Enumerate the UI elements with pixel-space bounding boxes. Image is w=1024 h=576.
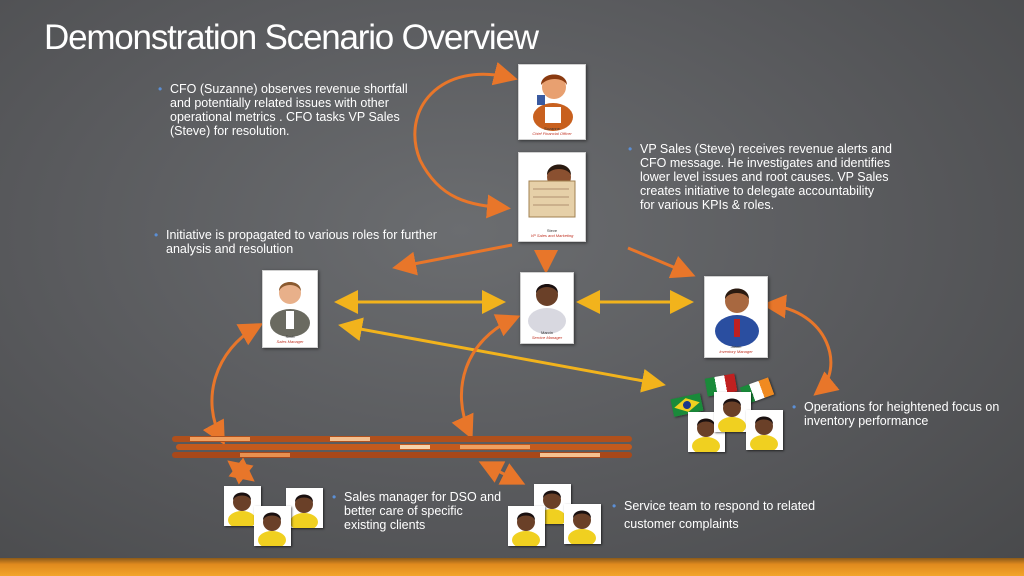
sales-manager-caption: Scott Sales Manager xyxy=(276,334,304,344)
vp-note-text: VP Sales (Steve) receives revenue alerts… xyxy=(640,142,892,212)
bullet-icon: • xyxy=(154,228,159,242)
person-icon xyxy=(528,164,576,218)
bullet-icon: • xyxy=(332,490,337,504)
service-note-text: Service team to respond to related custo… xyxy=(624,499,816,531)
initiative-note-text: Initiative is propagated to various role… xyxy=(166,228,437,256)
team-member-icon xyxy=(746,410,783,450)
person-icon xyxy=(270,282,310,337)
team-member-icon xyxy=(714,392,751,432)
service-note: • Service team to respond to related cus… xyxy=(612,497,824,533)
stream-to-service-team-arrow xyxy=(478,461,526,485)
scott-operations-arrow xyxy=(338,317,666,393)
service-manager-card[interactable]: Marvin Service Manager xyxy=(520,272,574,344)
bullet-icon: • xyxy=(628,142,633,156)
sales-manager-note-text: Sales manager for DSO and better care of… xyxy=(344,490,502,532)
cfo-note-text: CFO (Suzanne) observes revenue shortfall… xyxy=(170,82,408,138)
stream-to-sales-team-arrow xyxy=(227,457,255,485)
operations-note-text: Operations for heightened focus on inven… xyxy=(804,400,1000,428)
cfo-note: • CFO (Suzanne) observes revenue shortfa… xyxy=(158,82,414,138)
team-member-icon xyxy=(508,506,545,546)
vp-card[interactable]: Steve VP Sales and Marketing xyxy=(518,152,586,242)
stream-to-marvin-arrow xyxy=(451,314,521,440)
vp-to-scott-arrow xyxy=(392,243,513,276)
initiative-note: • Initiative is propagated to various ro… xyxy=(154,228,448,256)
team-member-icon xyxy=(254,506,291,546)
stream-to-scott-arrow xyxy=(202,323,264,446)
vp-caption: Steve VP Sales and Marketing xyxy=(530,228,574,238)
inventory-manager-caption: Jason Inventory Manager xyxy=(719,344,753,354)
vp-note: • VP Sales (Steve) receives revenue aler… xyxy=(628,142,892,212)
bullet-icon: • xyxy=(612,499,617,513)
cfo-caption: Suzanne Chief Financial Officer xyxy=(532,126,572,136)
operations-note: • Operations for heightened focus on inv… xyxy=(792,400,1024,428)
person-icon xyxy=(715,288,759,347)
footer-accent-bar xyxy=(0,558,1024,576)
team-member-icon xyxy=(564,504,601,544)
flag-icon xyxy=(670,393,704,417)
bullet-icon: • xyxy=(792,400,797,414)
service-manager-caption: Marvin Service Manager xyxy=(531,330,563,340)
person-icon xyxy=(533,74,573,131)
person-icon xyxy=(528,284,566,334)
data-stream-icon xyxy=(172,436,632,458)
inventory-manager-card[interactable]: Jason Inventory Manager xyxy=(704,276,768,358)
cfo-card[interactable]: Suzanne Chief Financial Officer xyxy=(518,64,586,140)
sales-manager-note: • Sales manager for DSO and better care … xyxy=(332,490,502,532)
team-member-icon xyxy=(286,488,323,528)
sales-manager-card[interactable]: Scott Sales Manager xyxy=(262,270,318,348)
cfo-to-vp-arrow xyxy=(413,62,518,219)
page-title: Demonstration Scenario Overview xyxy=(44,18,539,57)
vp-to-jason-arrow xyxy=(627,246,696,279)
bullet-icon: • xyxy=(158,82,163,96)
jason-operations-arrow xyxy=(762,294,840,396)
